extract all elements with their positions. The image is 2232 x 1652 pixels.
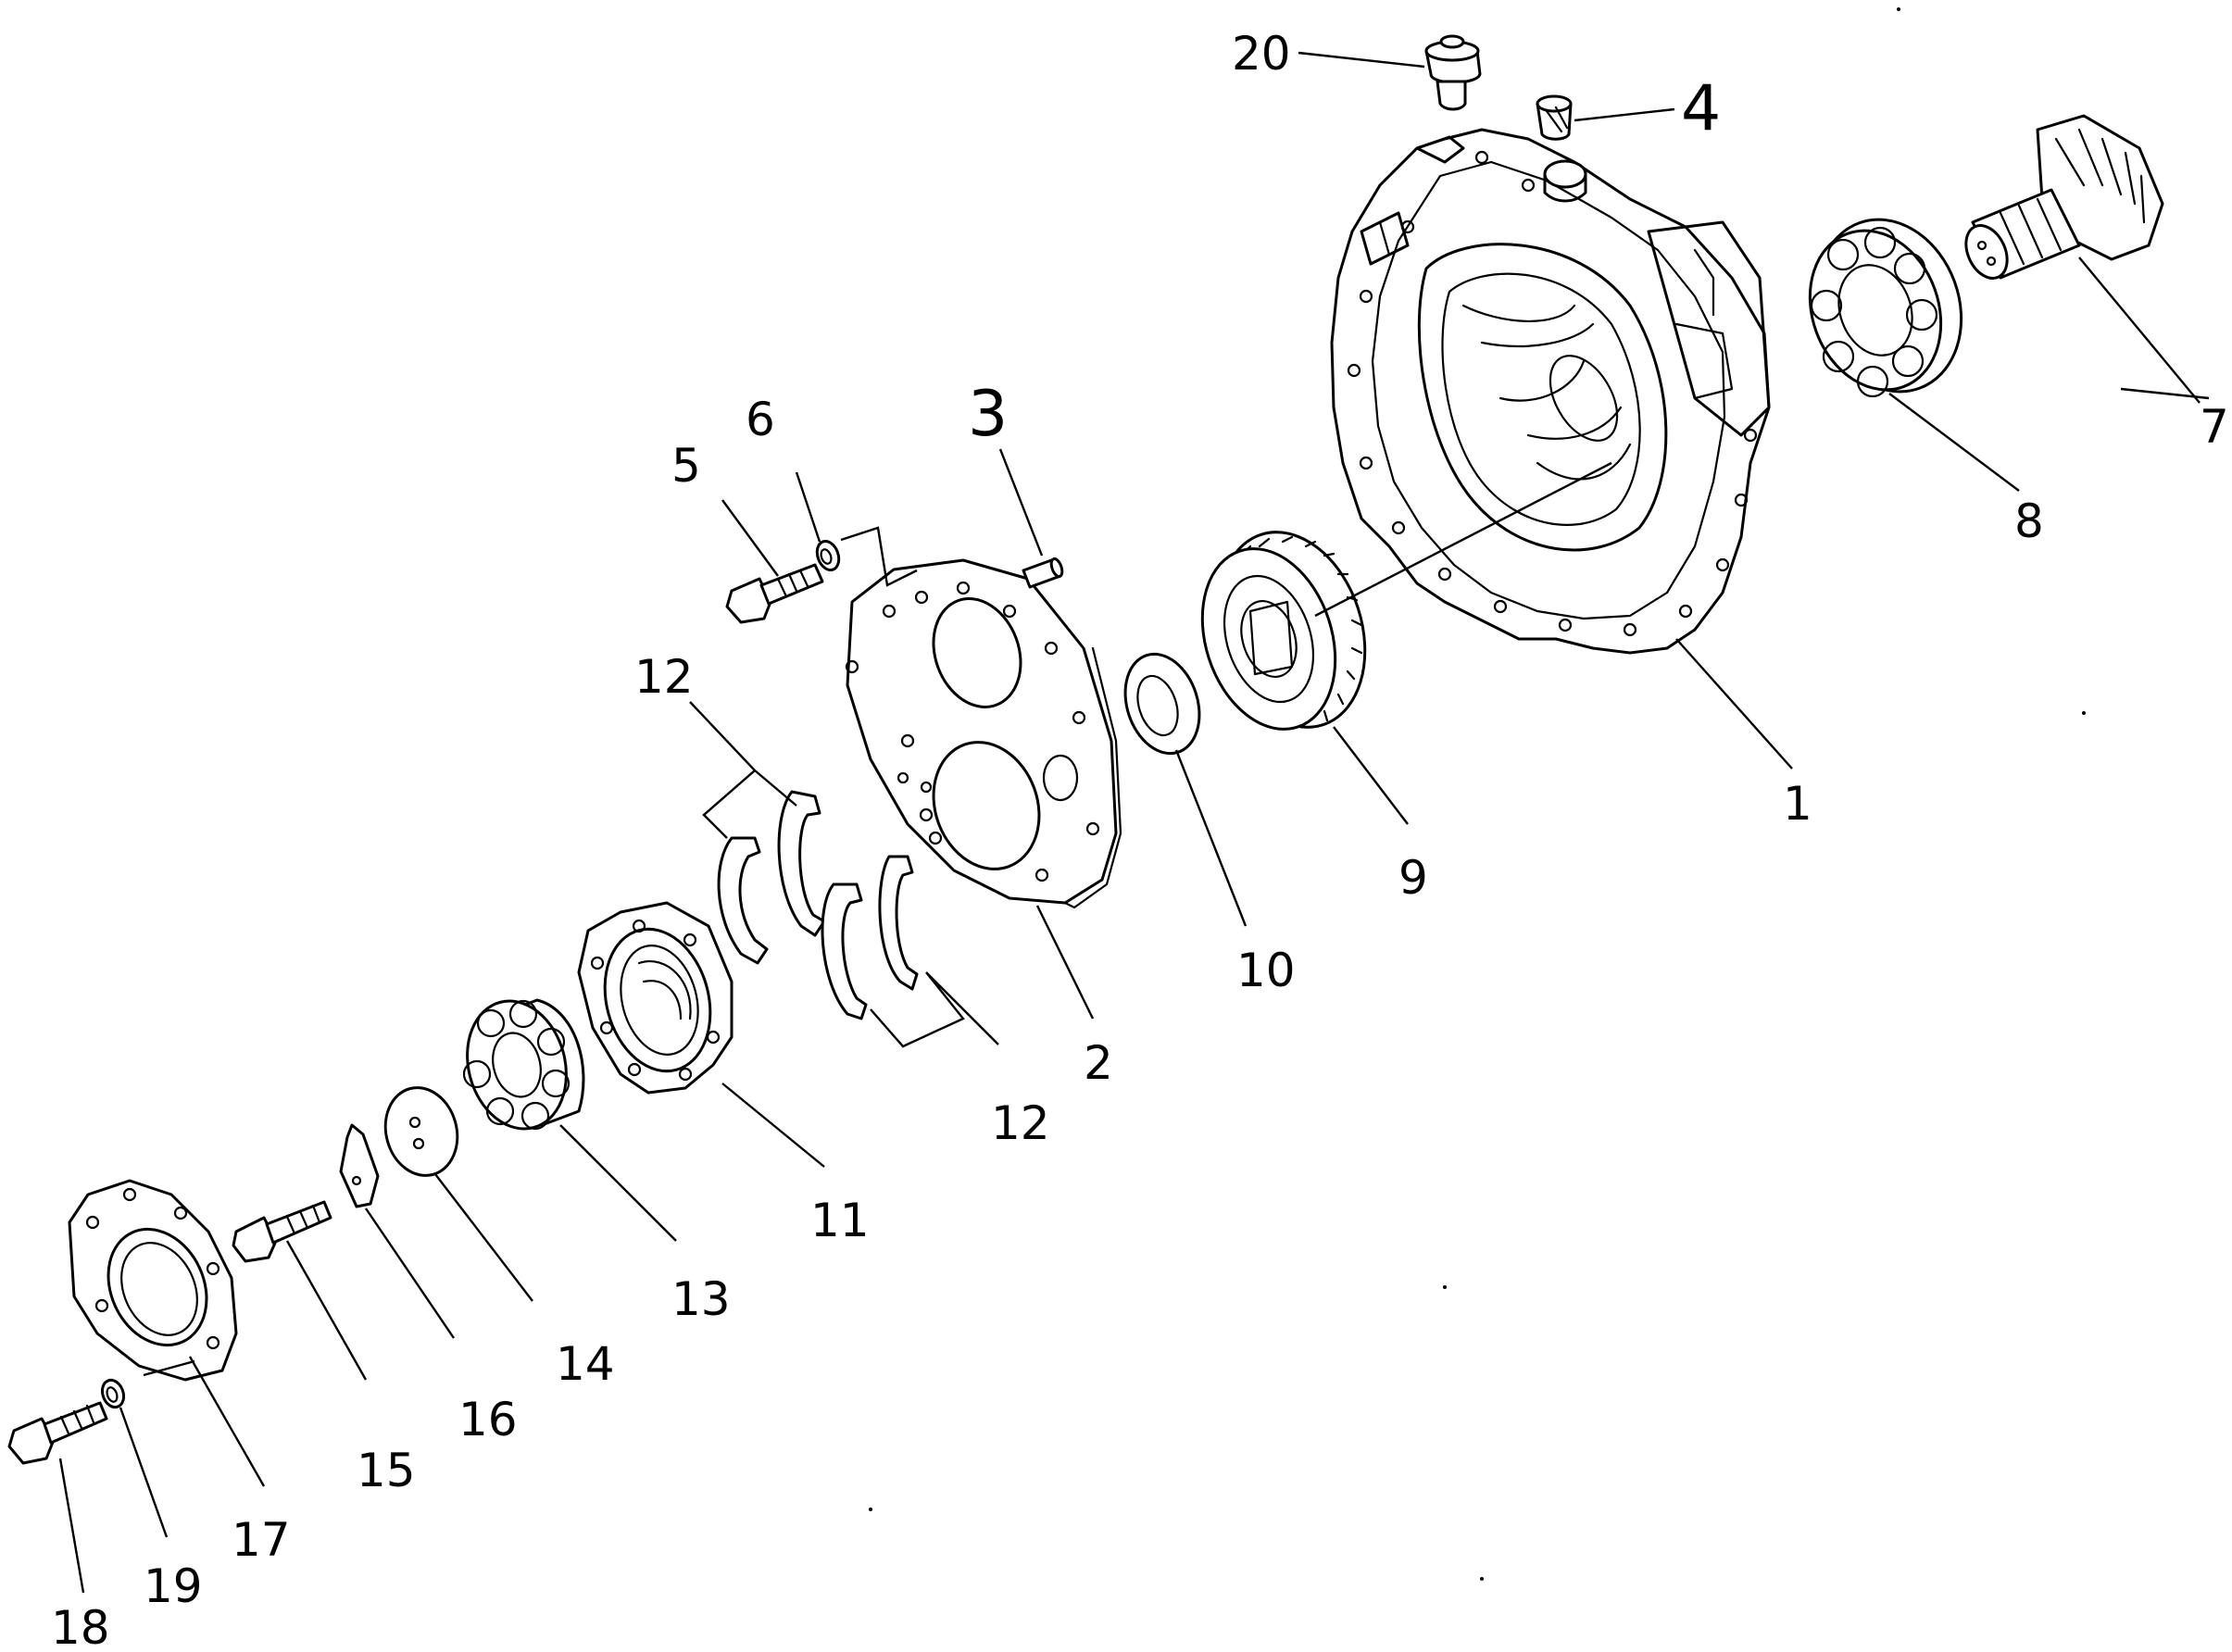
callout-6: 6: [746, 393, 775, 446]
callout-14: 14: [556, 1337, 615, 1391]
part-10-seal: [1123, 652, 1201, 756]
part-5-bolt: [725, 563, 824, 624]
callout-17: 17: [232, 1513, 291, 1567]
part-14-disc: [383, 1086, 459, 1177]
callout-1: 1: [1783, 777, 1812, 831]
part-12-shims: [717, 790, 919, 1020]
callout-2: 2: [1084, 1036, 1113, 1090]
callout-5: 5: [671, 439, 701, 493]
callout-12-lower: 12: [991, 1096, 1050, 1150]
callout-11: 11: [810, 1194, 870, 1247]
callout-19: 19: [144, 1559, 203, 1613]
part-11-carrier: [577, 901, 734, 1095]
part-9-gear: [1200, 531, 1367, 731]
callout-20: 20: [1232, 27, 1291, 81]
callout-15: 15: [357, 1444, 416, 1497]
part-3-pin: [1022, 557, 1064, 589]
part-6-washer: [815, 540, 841, 571]
part-7-shaft: [1964, 114, 2164, 280]
leader-lines: [58, 51, 2210, 1594]
callout-8: 8: [2014, 494, 2044, 548]
callout-10: 10: [1236, 944, 1296, 997]
scan-specks: [869, 7, 2086, 1581]
callout-13: 13: [671, 1272, 731, 1326]
part-1-housing: [1330, 128, 1771, 655]
leader-12a: [689, 701, 797, 839]
part-16-lockplate: [339, 1123, 380, 1208]
part-15-bolt: [232, 1200, 332, 1263]
callout-9: 9: [1398, 851, 1428, 905]
part-4-plug: [1536, 94, 1573, 141]
leader-6-zigzag: [840, 526, 918, 587]
callout-3: 3: [968, 378, 1008, 451]
callout-7: 7: [2200, 400, 2229, 454]
callout-labels: 1 2 3 4 5 6 7 8 9 10 11 12 12 13 14 15 1…: [51, 27, 2229, 1652]
part-8-bearing: [1808, 218, 1963, 398]
part-17-cover: [68, 1179, 238, 1382]
part-20-plug: [1424, 34, 1482, 111]
callout-4: 4: [1681, 72, 1721, 145]
callout-18: 18: [51, 1601, 110, 1652]
part-18-bolt: [7, 1401, 108, 1465]
part-2-plate: [845, 558, 1122, 909]
callout-12-upper: 12: [634, 650, 694, 704]
part-13-bearing: [462, 998, 585, 1131]
part-19-washer: [100, 1378, 126, 1409]
callout-16: 16: [458, 1393, 518, 1446]
leader-12b: [870, 971, 999, 1048]
